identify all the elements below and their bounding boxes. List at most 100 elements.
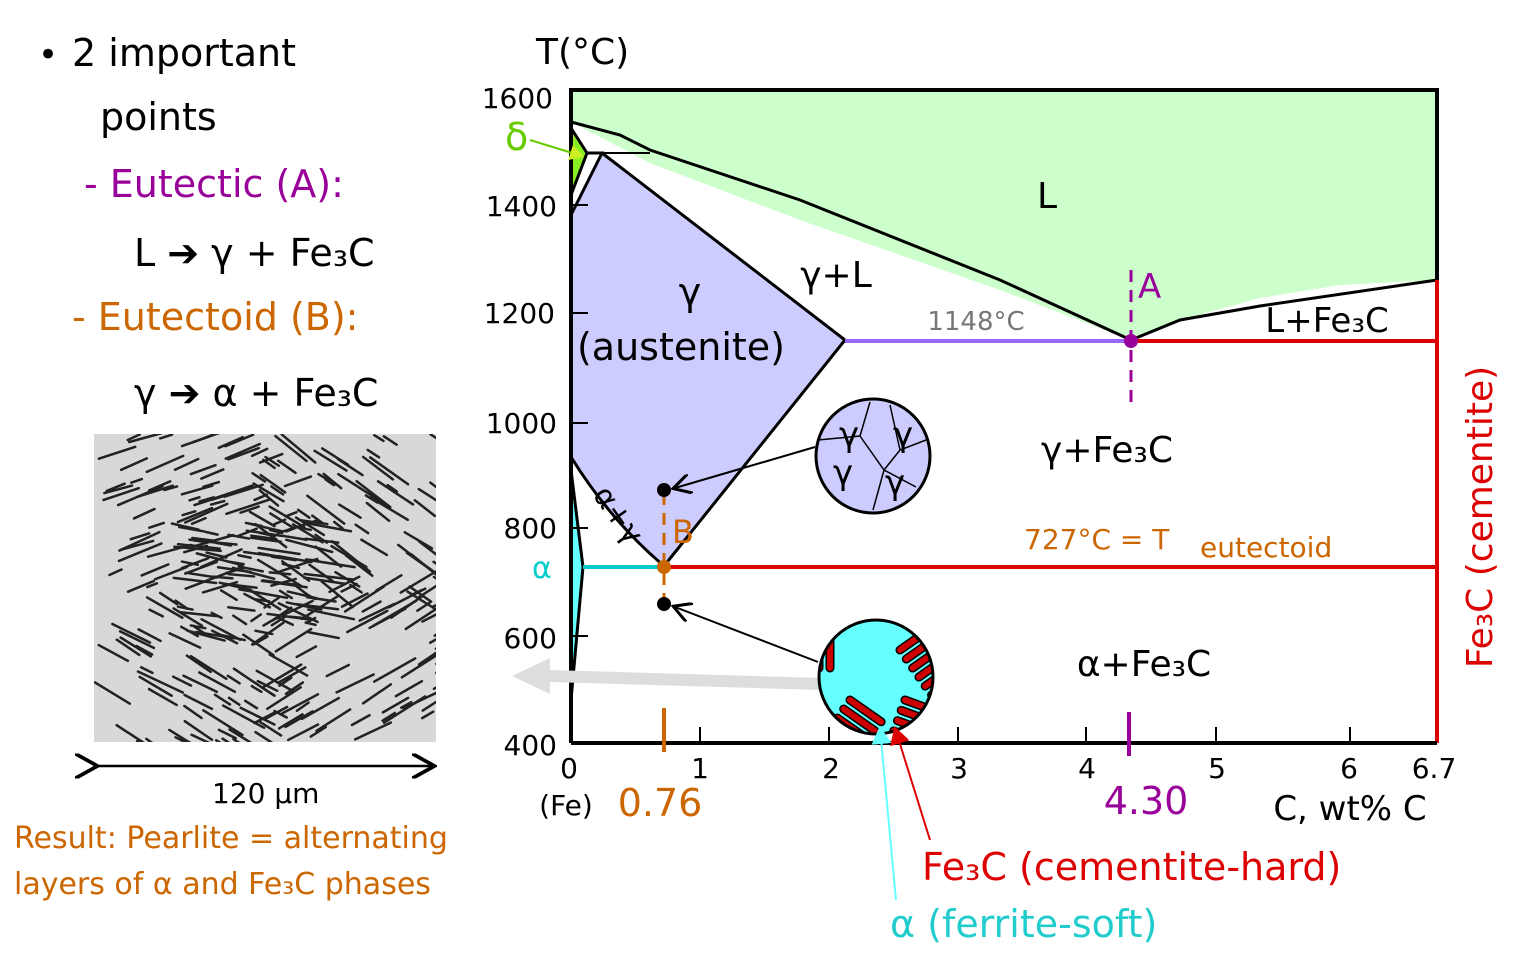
lamella [358, 602, 396, 622]
lamella [270, 485, 285, 496]
lamella [117, 542, 163, 563]
lamella [266, 612, 314, 622]
lamella [278, 676, 293, 687]
lamella [202, 480, 221, 489]
lamella [250, 684, 263, 694]
lamella [173, 457, 200, 471]
lamella [250, 536, 283, 544]
lamella [145, 454, 185, 474]
cementite-lamella [928, 670, 933, 699]
lamella [355, 480, 392, 509]
lamella [228, 728, 252, 742]
cementite-lamella [840, 706, 878, 734]
lamella [416, 601, 431, 612]
lamella [354, 523, 370, 535]
lamella [320, 447, 350, 467]
eutectic-point [1124, 334, 1138, 348]
x-tick-labels: 0 1 2 3 4 5 6 6.7 [560, 752, 1456, 785]
bullet: • [38, 35, 58, 75]
lamella [216, 565, 252, 574]
lamella [304, 621, 317, 627]
lamella [231, 614, 248, 626]
point-a-label: A [1138, 267, 1161, 307]
lamella [190, 516, 207, 525]
lamella [417, 540, 436, 556]
y-tick: 600 [504, 622, 557, 655]
lamella [94, 681, 132, 705]
cementite-lamella [915, 652, 933, 681]
lamella [227, 696, 241, 706]
lamella [435, 662, 436, 666]
lamella [322, 472, 343, 490]
lamella [176, 605, 194, 611]
eutectoid-temperature: 727°C = T [1024, 523, 1170, 556]
result-line-2: layers of α and Fe₃C phases [14, 867, 431, 902]
liquid-region [571, 90, 1437, 340]
lamella [225, 498, 272, 516]
lamella [137, 628, 162, 643]
lamella [237, 553, 252, 560]
lamella [365, 501, 391, 523]
lamella [337, 472, 375, 498]
y-tick: 1200 [484, 297, 555, 330]
lamella [353, 721, 393, 741]
eutectoid-point [657, 560, 671, 574]
region-gamma-fe3c: γ+Fe₃C [1041, 430, 1173, 471]
lamella [115, 723, 145, 742]
fe-label: (Fe) [539, 789, 593, 822]
lamella [417, 487, 436, 502]
x-tick: 6 [1340, 752, 1358, 785]
lamella [138, 675, 173, 697]
lamella [253, 597, 271, 603]
eutectoid-heading: - Eutectoid (B): [72, 295, 358, 339]
lamella [217, 435, 244, 450]
lamella [295, 701, 310, 712]
region-delta: δ [505, 115, 528, 159]
region-alpha-fe3c: α+Fe₃C [1077, 644, 1211, 685]
eutectic-heading: - Eutectic (A): [84, 162, 344, 206]
eutectic-temperature: 1148°C [927, 307, 1024, 337]
x-ticks-marks [699, 727, 1351, 743]
grain-label: γ [833, 453, 853, 493]
lamella [174, 736, 188, 742]
lamella [183, 502, 229, 524]
lamella [268, 528, 284, 535]
lamella [250, 523, 284, 533]
lamella [259, 473, 287, 494]
lamella [390, 594, 425, 619]
lamella [284, 681, 305, 696]
lamella [226, 606, 256, 612]
lamella [243, 699, 259, 710]
lamella [146, 582, 159, 589]
pearlite-micrograph [94, 434, 436, 768]
cementite-callout: Fe₃C (cementite-hard) [922, 845, 1341, 889]
scale-bar: 120 μm [95, 766, 432, 810]
point-b-label: B [672, 513, 694, 551]
x-tick: 5 [1208, 752, 1226, 785]
y-tick: 1600 [482, 82, 553, 115]
lamella [432, 575, 436, 580]
left-text-panel: • 2 important points - Eutectic (A): L ➔… [38, 31, 378, 415]
x-axis-title: C, wt% C [1273, 789, 1426, 829]
lamella [285, 538, 334, 554]
lamella [219, 589, 238, 602]
lamella [309, 725, 328, 738]
lamella [127, 434, 164, 444]
lamella [361, 600, 382, 613]
region-liquid: L [1037, 176, 1057, 217]
lamella [185, 747, 227, 768]
lamella [268, 653, 309, 677]
lamella [382, 695, 427, 724]
lamella [258, 720, 283, 737]
lamella [307, 631, 341, 640]
y-tick-labels: 1600 1400 1200 1000 800 600 400 [482, 82, 557, 762]
lamella [429, 434, 436, 440]
lamella [346, 609, 389, 634]
lamella [263, 596, 281, 609]
lamella [417, 584, 436, 599]
lamella [227, 446, 261, 461]
lamella [260, 685, 276, 697]
lamella [193, 489, 239, 507]
region-l-fe3c: L+Fe₃C [1265, 301, 1388, 341]
